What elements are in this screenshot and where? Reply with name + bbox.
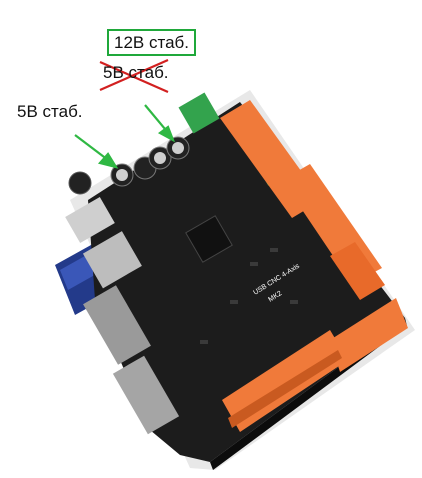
arrow-to-12v-regulator <box>144 104 176 143</box>
orange-terminals-bottom <box>222 298 408 432</box>
orange-terminals-right <box>220 100 385 300</box>
annotation-5v-stab-crossed: 5В стаб. <box>103 63 169 82</box>
annotation-12v-stab: 12В стаб. <box>107 29 196 56</box>
arrow-to-5v-regulator <box>74 134 119 169</box>
main-chip <box>185 215 233 263</box>
smd-components <box>200 248 298 344</box>
left-connectors <box>65 197 180 435</box>
annotation-5v-stab: 5В стаб. <box>17 102 83 121</box>
strike-through-x <box>99 58 169 94</box>
capacitors <box>68 136 190 195</box>
